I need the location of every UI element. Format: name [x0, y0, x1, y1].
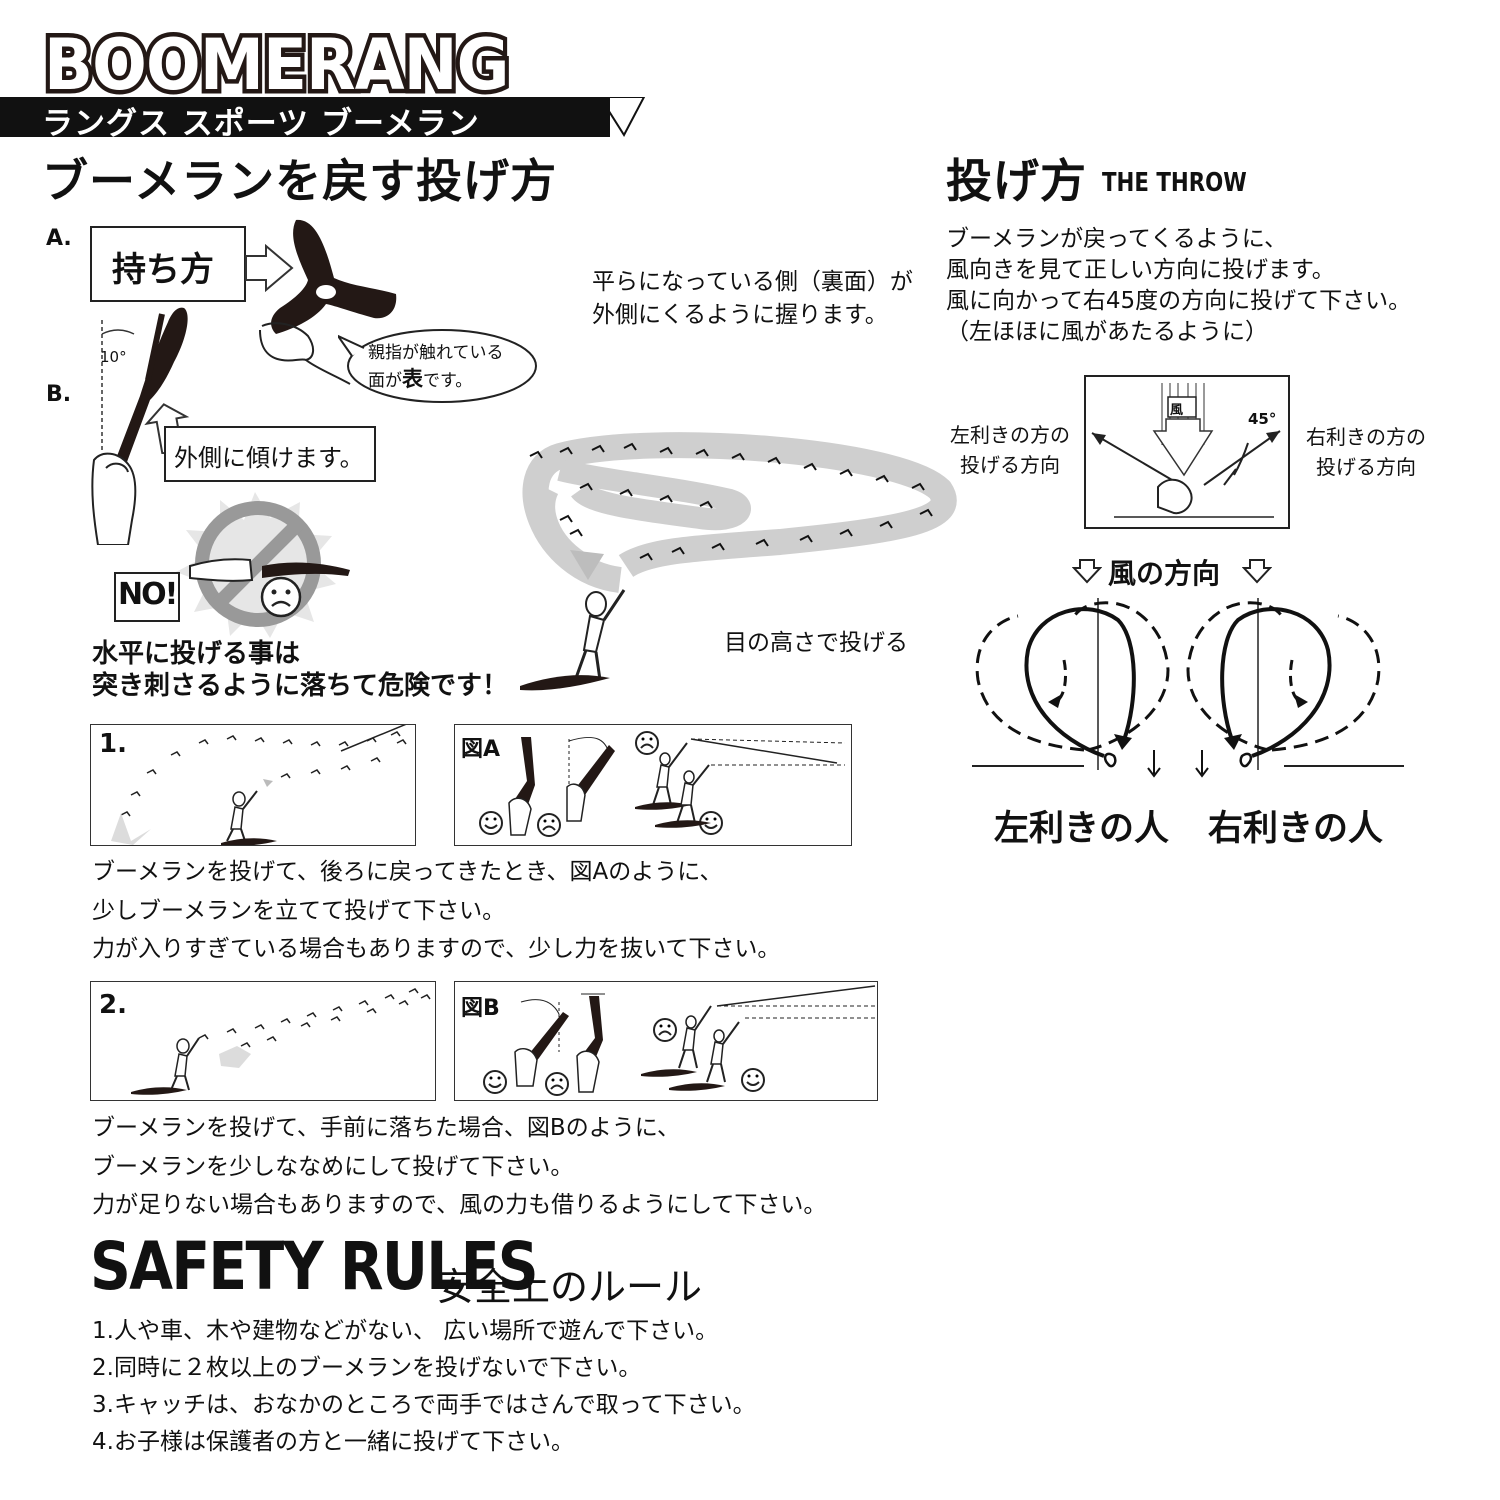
- throw-desc-line-3: 風に向かって右45度の方向に投げて下さい。: [946, 288, 1412, 314]
- safety-rule-1: 1.人や車、木や建物などがない、 広い場所で遊んで下さい。: [92, 1318, 719, 1344]
- flight-pattern-diagram: [972, 598, 1404, 778]
- fig-a-label: 図A: [461, 737, 501, 762]
- label-b: B.: [46, 382, 72, 407]
- subtitle-text: ラングス スポーツ ブーメラン: [42, 106, 480, 142]
- step1-line-3: 力が入りすぎている場合もありますので、少し力を抜いて下さい。: [92, 936, 781, 962]
- step2-panel: 2.: [90, 981, 436, 1101]
- warning-line-2: 突き刺さるように落ちて危険です！: [92, 671, 509, 701]
- subtitle-banner: [0, 97, 610, 137]
- right-section-title: 投げ方: [946, 154, 1087, 208]
- left-section-title: ブーメランを戻す投げ方: [42, 154, 558, 208]
- bubble-line-1: 親指が触れている: [368, 343, 504, 363]
- down-arrow-icon-right: [1242, 559, 1272, 584]
- sad-face-icon: [260, 576, 302, 618]
- speech-bubble: [338, 329, 537, 403]
- left-person-label: 左利きの人: [994, 809, 1170, 849]
- banner-arrow-icon: [600, 97, 646, 137]
- safety-rule-4: 4.お子様は保護者の方と一緒に投げて下さい。: [92, 1429, 574, 1455]
- wind-direction-title: 風の方向: [1108, 557, 1221, 590]
- step2-illustration: [131, 988, 431, 1095]
- angle-label: 10°: [100, 348, 127, 366]
- down-arrow-icon-left: [1072, 559, 1102, 584]
- right-hand-direction-label: 右利きの方の 投げる方向: [1306, 425, 1426, 479]
- angle-45-label: 45°: [1248, 410, 1277, 428]
- step2-label: 2.: [99, 990, 127, 1020]
- safety-rule-2: 2.同時に２枚以上のブーメランを投げないで下さい。: [92, 1355, 642, 1381]
- grip-box-label: 持ち方: [112, 250, 214, 290]
- eye-level-label: 目の高さで投げる: [724, 630, 908, 656]
- grip-note-line-1: 平らになっている側（裏面）が: [592, 269, 913, 295]
- grip-note-line-2: 外側にくるように握ります。: [592, 302, 888, 328]
- tilted-grip-illustration: [91, 307, 188, 545]
- safety-title: SAFETY RULES: [90, 1228, 539, 1305]
- tilt-note: 外側に傾けます。: [174, 444, 364, 472]
- flight-path-illustration: [520, 432, 957, 691]
- warning-text: 水平に投げる事は 突き刺さるように落ちて危険です！: [92, 638, 508, 702]
- wind-diagram: [1084, 375, 1290, 529]
- right-person-label: 右利きの人: [1208, 809, 1384, 849]
- label-a: A.: [46, 226, 72, 251]
- step2-text: ブーメランを投げて、手前に落ちた場合、図Bのように、 ブーメランを少しななめにし…: [92, 1109, 826, 1225]
- throw-desc-line-1: ブーメランが戻ってくるように、: [946, 226, 1288, 252]
- bubble-line-2: 面が表です。: [368, 367, 473, 391]
- prohibition-illustration: [176, 492, 350, 638]
- warning-line-1: 水平に投げる事は: [92, 639, 301, 669]
- step1-text: ブーメランを投げて、後ろに戻ってきたとき、図Aのように、 少しブーメランを立てて…: [92, 853, 780, 969]
- grip-note: 平らになっている側（裏面）が 外側にくるように握ります。: [592, 266, 913, 332]
- bubble-text: 親指が触れている 面が表です。: [368, 340, 504, 394]
- step1-illustration: [111, 725, 407, 845]
- wind-badge: 風: [1170, 403, 1184, 418]
- left-hand-direction-label: 左利きの方の 投げる方向: [950, 423, 1070, 477]
- throw-desc-line-2: 風向きを見て正しい方向に投げます。: [946, 257, 1335, 283]
- safety-rules-list: 1.人や車、木や建物などがない、 広い場所で遊んで下さい。 2.同時に２枚以上の…: [92, 1313, 756, 1461]
- fig-a-panel: 図A: [454, 724, 852, 846]
- step1-line-2: 少しブーメランを立てて投げて下さい。: [92, 897, 506, 924]
- step2-line-2: ブーメランを少しななめにして投げて下さい。: [92, 1153, 574, 1180]
- right-section-title-en: THE THROW: [1102, 168, 1247, 198]
- throw-desc-line-4: （左ほほに風があたるように）: [946, 319, 1268, 345]
- brand-title: BOOMERANG: [40, 20, 514, 111]
- step1-label: 1.: [99, 729, 127, 759]
- step1-line-1: ブーメランを投げて、後ろに戻ってきたとき、図Aのように、: [92, 859, 723, 885]
- no-label: NO!: [118, 577, 178, 612]
- safety-title-jp: 安全上のルール: [436, 1265, 703, 1309]
- fig-b-panel: 図B: [454, 981, 878, 1101]
- fig-a-illustration: [479, 731, 846, 837]
- no-badge: NO!: [114, 572, 180, 622]
- step1-panel: 1.: [90, 724, 416, 846]
- safety-rule-3: 3.キャッチは、おなかのところで両手ではさんで取って下さい。: [92, 1392, 756, 1418]
- grip-box: 持ち方: [90, 226, 246, 302]
- boomerang-grip-illustration: [259, 219, 397, 385]
- step2-line-3: 力が足りない場合もありますので、風の力も借りるようにして下さい。: [92, 1192, 827, 1218]
- throw-description: ブーメランが戻ってくるように、 風向きを見て正しい方向に投げます。 風に向かって…: [946, 224, 1411, 348]
- arrow-right-icon: [245, 244, 294, 292]
- step2-line-1: ブーメランを投げて、手前に落ちた場合、図Bのように、: [92, 1115, 681, 1141]
- tilt-note-box: 外側に傾けます。: [164, 426, 376, 482]
- fig-b-label: 図B: [461, 996, 500, 1021]
- fig-b-illustration: [483, 985, 876, 1096]
